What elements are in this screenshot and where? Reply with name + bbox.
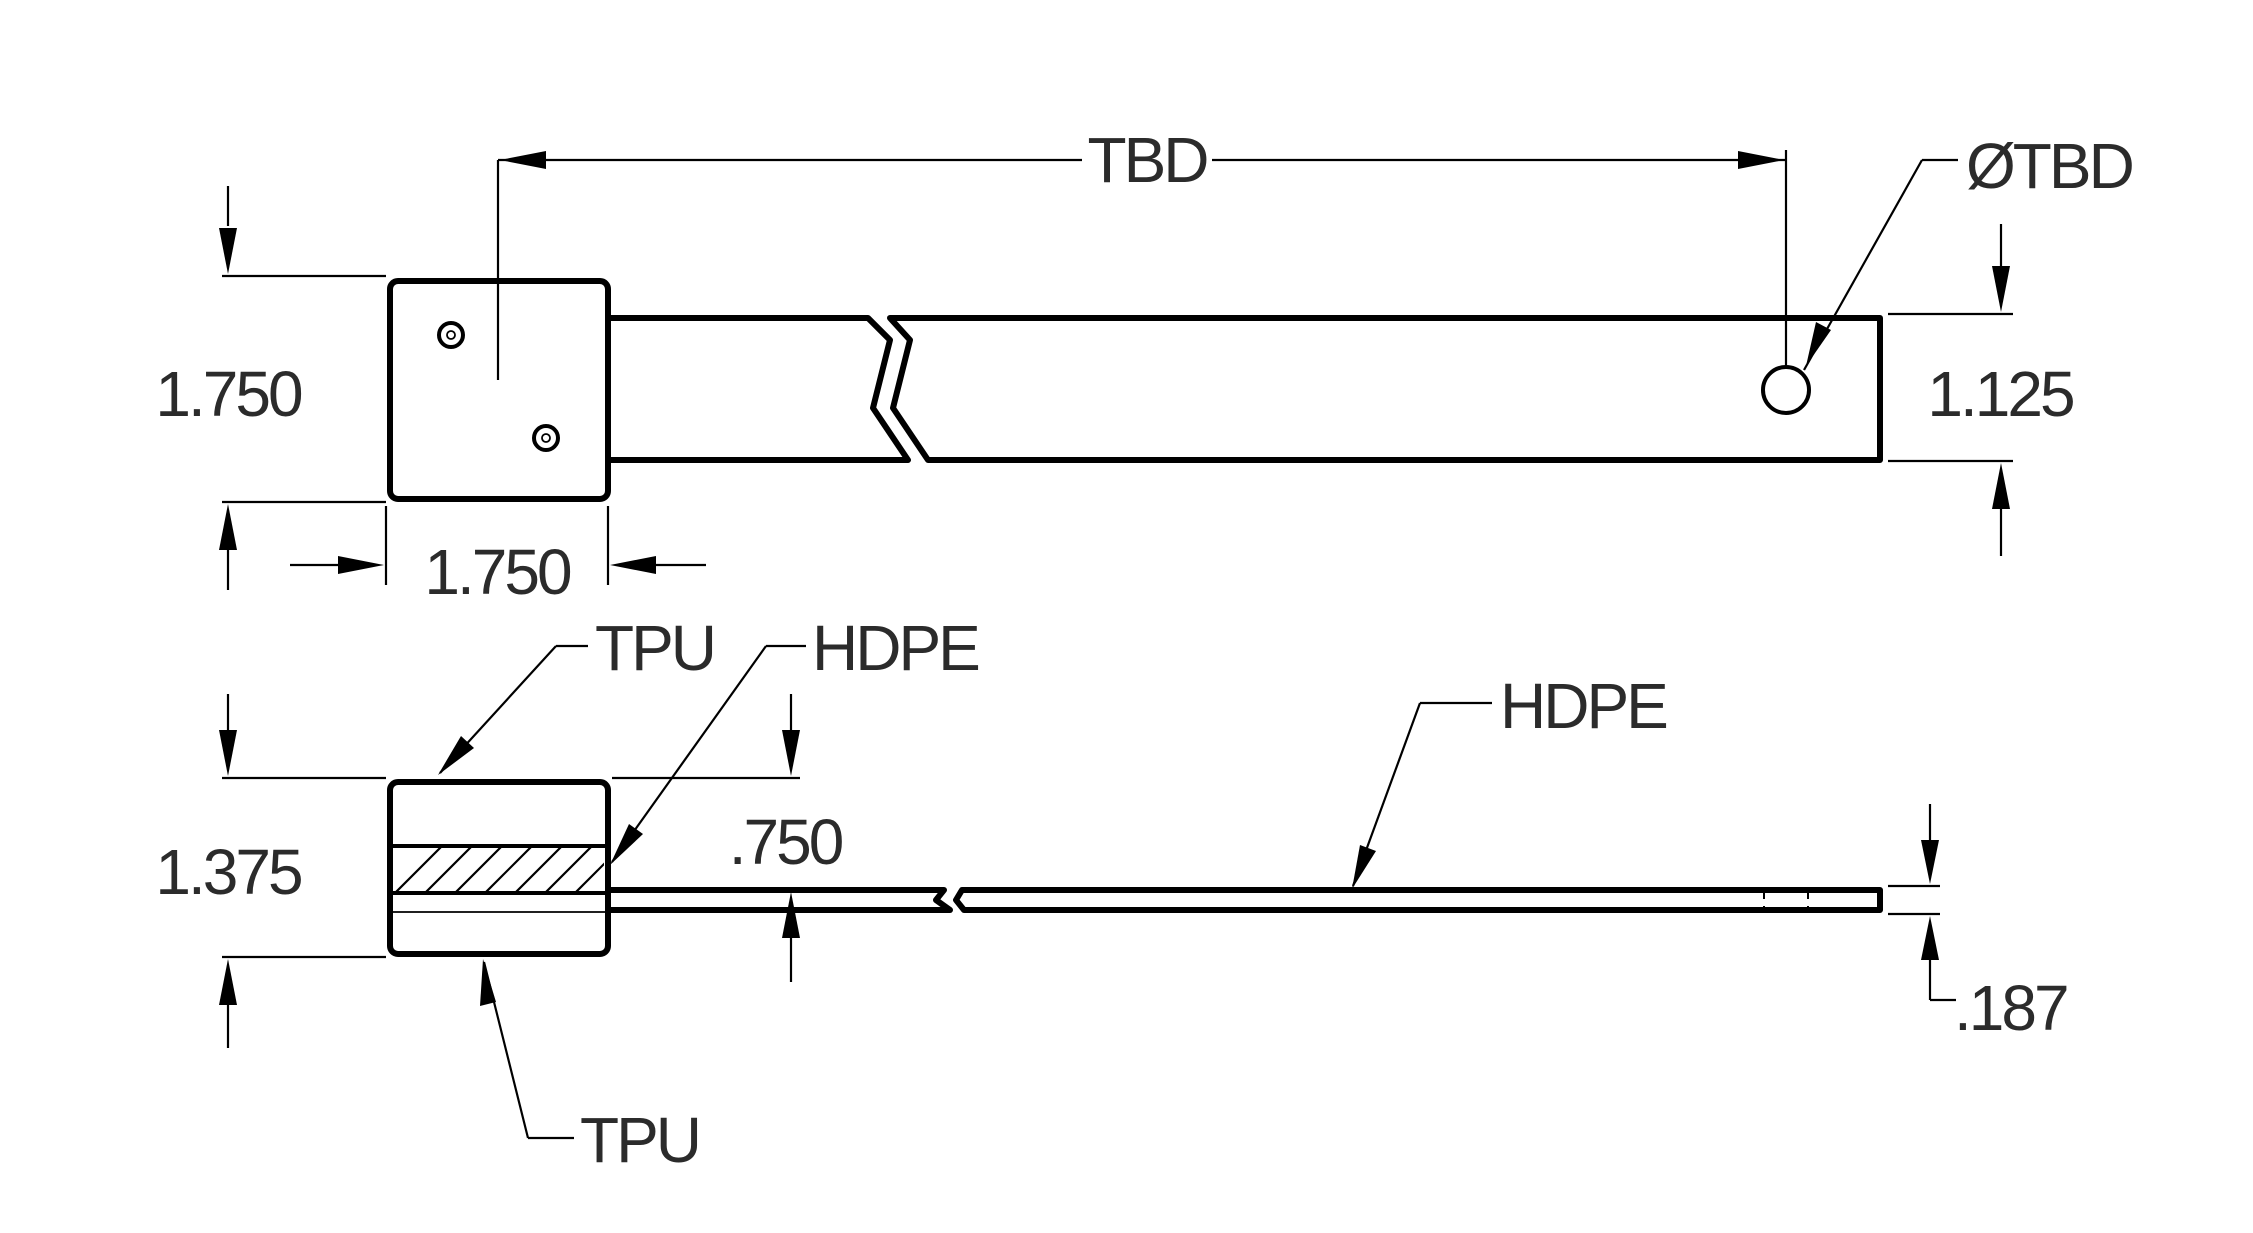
length-dim-text: TBD bbox=[1088, 124, 1208, 196]
hole-diameter-text: ØTBD bbox=[1966, 130, 2133, 202]
layer-thickness-dimension: .750 bbox=[612, 694, 846, 982]
block-width-dimension: 1.750 bbox=[290, 506, 706, 608]
tpu-bottom-text: TPU bbox=[580, 1104, 699, 1176]
side-bar-left-segment bbox=[608, 887, 953, 913]
side-block-outline bbox=[387, 779, 611, 957]
hdpe-block-callout: HDPE bbox=[610, 612, 981, 865]
bar-left-segment bbox=[608, 315, 911, 463]
side-height-dimension: 1.375 bbox=[155, 694, 386, 1048]
hdpe-block-text: HDPE bbox=[812, 612, 978, 684]
hdpe-bar-text: HDPE bbox=[1500, 670, 1666, 742]
length-dimension: TBD bbox=[498, 124, 1788, 367]
tpu-top-callout: TPU bbox=[438, 612, 717, 775]
layer-thickness-text: .750 bbox=[729, 806, 843, 878]
side-view: 1.375 .750 .187 TPU bbox=[155, 612, 2070, 1176]
side-height-text: 1.375 bbox=[155, 836, 301, 908]
block-height-text: 1.750 bbox=[155, 358, 302, 430]
top-view: TBD ØTBD 1.750 1.750 bbox=[155, 124, 2136, 608]
block-width-text: 1.750 bbox=[424, 536, 571, 608]
bar-right-segment bbox=[887, 315, 1883, 463]
bar-hole bbox=[1761, 365, 1811, 415]
tpu-top-text: TPU bbox=[595, 612, 714, 684]
bar-thickness-text: .187 bbox=[1954, 972, 2067, 1044]
bar-width-text: 1.125 bbox=[1927, 358, 2073, 430]
hdpe-bar-callout: HDPE bbox=[1351, 670, 1669, 889]
block-hole-2 bbox=[532, 424, 560, 452]
block-hole-1 bbox=[437, 321, 465, 349]
hole-diameter-callout: ØTBD bbox=[1803, 130, 2136, 371]
block-height-dimension: 1.750 bbox=[155, 186, 386, 590]
side-bar-right-segment bbox=[953, 887, 1883, 913]
bar-thickness-dimension: .187 bbox=[1888, 804, 2070, 1044]
bar-width-dimension: 1.125 bbox=[1888, 224, 2076, 556]
hdpe-hatch bbox=[394, 848, 604, 892]
tpu-bottom-callout: TPU bbox=[480, 959, 702, 1176]
